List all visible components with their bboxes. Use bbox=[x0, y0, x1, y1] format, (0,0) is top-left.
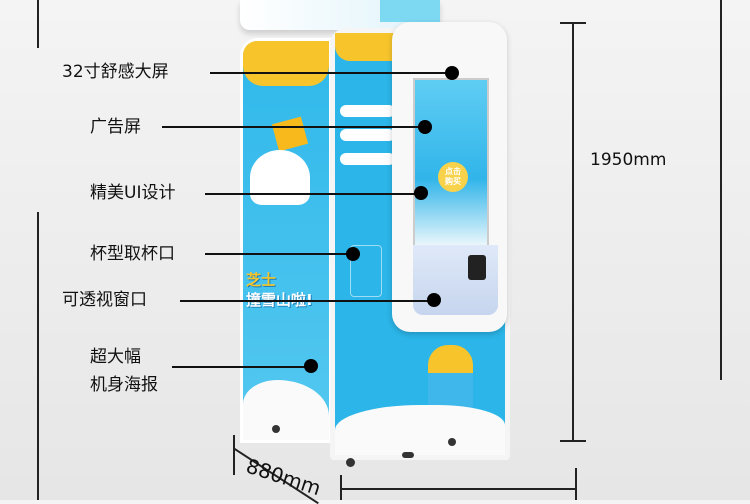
height-dimension: 1950mm bbox=[590, 150, 667, 170]
guide-line-right bbox=[720, 0, 722, 380]
nozzle bbox=[468, 255, 486, 280]
callout-label-poster: 超大幅 机身海报 bbox=[90, 347, 158, 395]
front-width-tick-left bbox=[340, 475, 342, 500]
callout-label-window: 可透视窗口 bbox=[62, 290, 147, 310]
menu-pill bbox=[340, 153, 395, 165]
milk-wave-front bbox=[335, 405, 505, 455]
height-tick-top bbox=[560, 22, 586, 24]
callout-label-cup-outlet: 杯型取杯口 bbox=[90, 244, 175, 264]
callout-line-window bbox=[180, 300, 435, 302]
cup-dispenser bbox=[350, 245, 382, 297]
callout-dot-poster bbox=[304, 359, 318, 373]
menu-pill bbox=[340, 105, 395, 117]
side-slogan: 芝士 撞雪山啦! bbox=[246, 270, 331, 310]
callout-dot-ad-screen bbox=[418, 120, 432, 134]
top-header-blue bbox=[380, 0, 440, 22]
callout-dot-ui bbox=[414, 186, 428, 200]
guide-line-left-bottom bbox=[37, 212, 39, 500]
callout-line-ad-screen bbox=[162, 126, 424, 128]
height-dimension-line bbox=[572, 22, 574, 442]
height-tick-bottom bbox=[560, 440, 586, 442]
callout-line-cup-outlet bbox=[205, 253, 355, 255]
slogan-line1: 芝士 bbox=[246, 271, 277, 289]
side-panel bbox=[240, 38, 332, 443]
callout-line-ui bbox=[205, 193, 420, 195]
callout-dot-screen bbox=[445, 66, 459, 80]
width-dimension: 880mm bbox=[243, 453, 324, 501]
guide-line-left-top bbox=[37, 0, 39, 48]
callout-line-screen bbox=[210, 72, 450, 74]
yogurt-splash bbox=[250, 150, 310, 205]
ice-cream-cup bbox=[428, 345, 473, 415]
menu-pill bbox=[340, 129, 395, 141]
callout-label-ad-screen: 广告屏 bbox=[90, 117, 141, 137]
front-width-line bbox=[342, 488, 577, 490]
buy-button[interactable]: 点击 购买 bbox=[438, 162, 468, 192]
callout-label-screen: 32寸舒感大屏 bbox=[62, 62, 169, 82]
callout-dot-window bbox=[427, 293, 441, 307]
front-width-tick-right bbox=[575, 468, 577, 500]
callout-dot-cup-outlet bbox=[346, 247, 360, 261]
caster-wheel bbox=[346, 458, 355, 467]
caster-wheel bbox=[448, 438, 456, 446]
width-tick bbox=[233, 435, 235, 475]
caster-wheel bbox=[272, 425, 280, 433]
callout-line-poster bbox=[172, 366, 312, 368]
cheese-drip-side bbox=[243, 41, 329, 86]
leveling-foot bbox=[402, 452, 414, 458]
menu-strip bbox=[340, 105, 395, 175]
callout-label-ui: 精美UI设计 bbox=[90, 183, 176, 203]
